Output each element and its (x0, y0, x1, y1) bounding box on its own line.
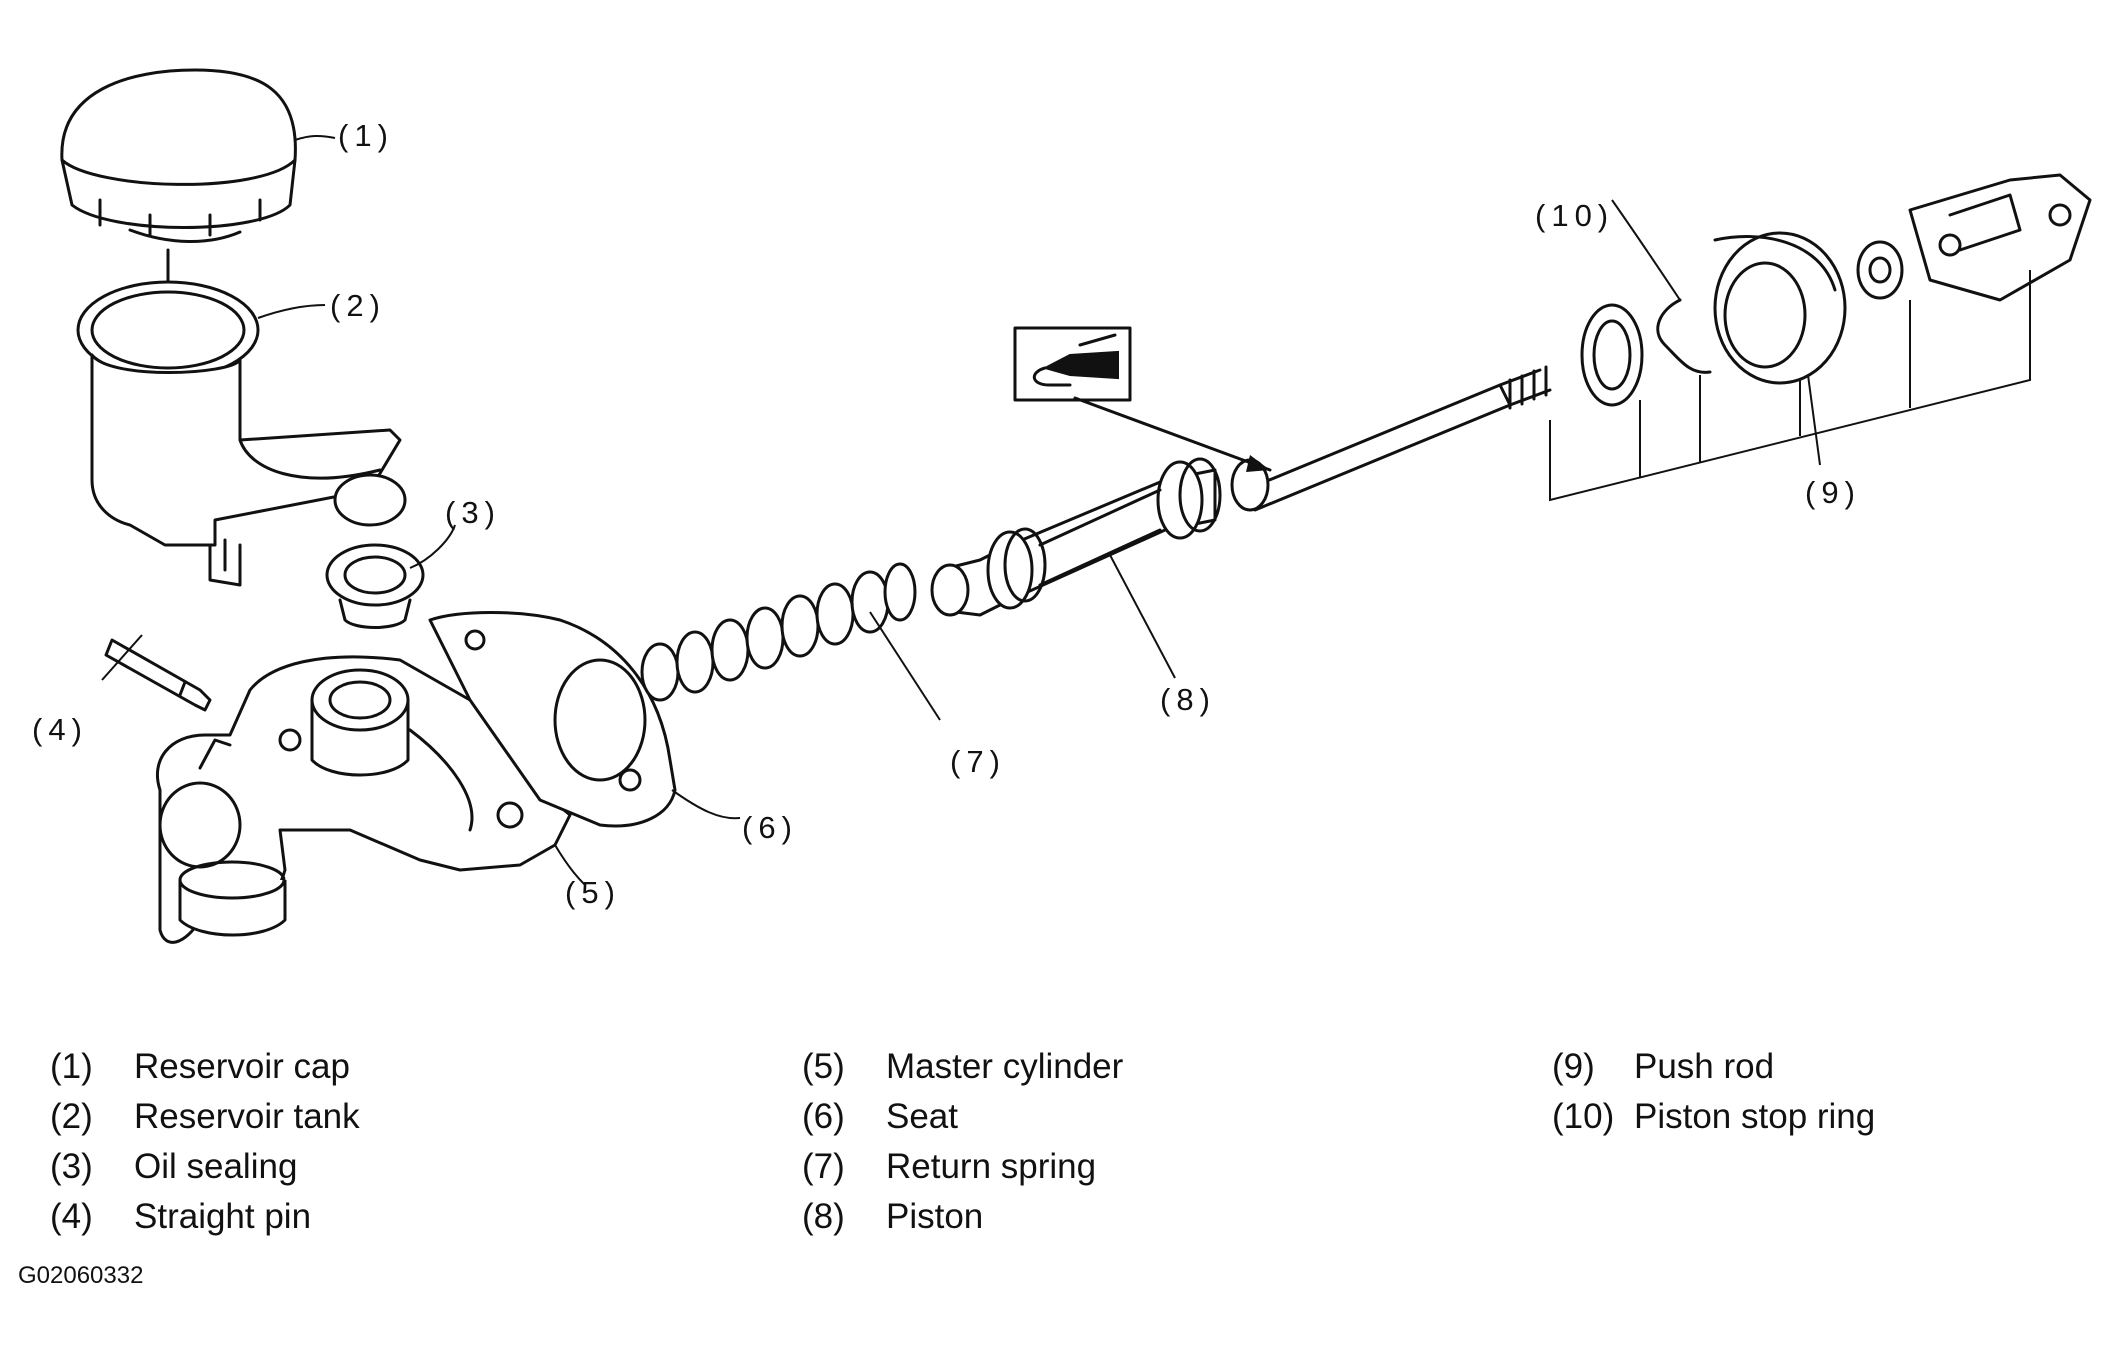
exploded-parts-diagram: (1) (2) (3) (4) (5) (6) (7) (8) (9) (10) (32, 68, 2092, 944)
callout-2: (2) (330, 288, 386, 323)
legend-label: Oil sealing (134, 1147, 298, 1186)
callout-8: (8) (1160, 682, 1216, 717)
legend-label: Master cylinder (886, 1047, 1124, 1086)
legend-label: Reservoir cap (134, 1047, 350, 1086)
return-spring (640, 562, 917, 702)
legend-item-7: (7) Return spring (802, 1147, 1096, 1187)
legend-label: Return spring (886, 1147, 1097, 1186)
legend-item-1: (1) Reservoir cap (50, 1047, 350, 1087)
callout-3: (3) (445, 495, 501, 530)
legend-label: Seat (886, 1097, 958, 1136)
legend-number: (6) (802, 1097, 845, 1136)
legend-number: (4) (50, 1197, 93, 1236)
grease-applicator-icon (1013, 326, 1132, 402)
legend-item-4: (4) Straight pin (50, 1197, 311, 1237)
legend-item-3: (3) Oil sealing (50, 1147, 297, 1187)
legend-number: (1) (50, 1047, 93, 1086)
callout-4: (4) (32, 712, 88, 747)
legend-number: (7) (802, 1147, 845, 1186)
legend-item-6: (6) Seat (802, 1097, 958, 1137)
legend-number: (8) (802, 1197, 845, 1236)
legend-label: Straight pin (134, 1197, 312, 1236)
legend-number: (2) (50, 1097, 93, 1136)
legend-number: (10) (1552, 1097, 1615, 1136)
legend-label: Piston stop ring (1634, 1097, 1876, 1136)
master-cylinder (155, 655, 572, 944)
legend-item-2: (2) Reservoir tank (50, 1097, 360, 1137)
legend-number: (5) (802, 1047, 845, 1086)
callout-5: (5) (565, 875, 621, 910)
callout-6: (6) (742, 810, 798, 845)
legend-item-8: (8) Piston (802, 1197, 983, 1237)
legend-label: Push rod (1634, 1047, 1775, 1086)
seat (428, 611, 677, 828)
straight-pin (104, 638, 212, 712)
push-rod-assembly (1230, 173, 2092, 512)
callout-9: (9) (1805, 475, 1861, 510)
callout-7: (7) (950, 744, 1006, 779)
oil-sealing (325, 543, 425, 629)
piston (930, 457, 1222, 617)
callout-1: (1) (338, 118, 394, 153)
reservoir-cap (60, 68, 297, 243)
legend-item-5: (5) Master cylinder (802, 1047, 1123, 1087)
legend-item-10: (10) Piston stop ring (1552, 1097, 1875, 1137)
leader-lines (101, 134, 1821, 886)
callout-10: (10) (1535, 198, 1614, 233)
reservoir-tank (76, 280, 407, 587)
legend-label: Reservoir tank (134, 1097, 360, 1136)
legend-number: (9) (1552, 1047, 1595, 1086)
legend-label: Piston (886, 1197, 984, 1236)
legend-item-9: (9) Push rod (1552, 1047, 1774, 1087)
legend-number: (3) (50, 1147, 93, 1186)
figure-id: G02060332 (18, 1262, 144, 1289)
